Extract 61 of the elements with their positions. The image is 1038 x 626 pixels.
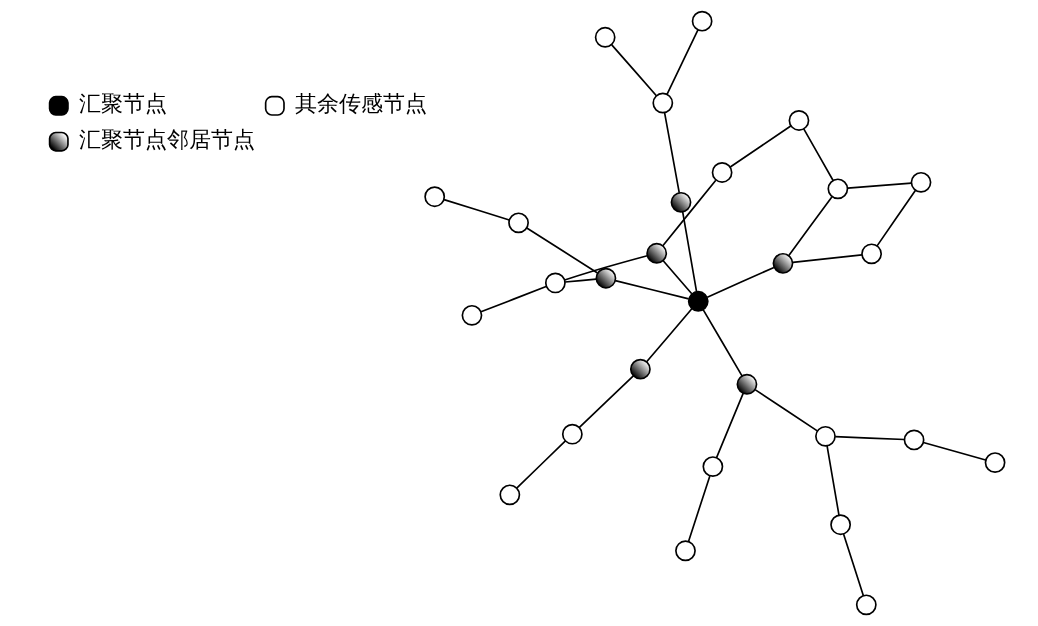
connector: [702, 309, 743, 377]
connector: [706, 266, 775, 299]
connector: [564, 278, 597, 283]
node-circle: [815, 425, 836, 447]
node-circle: [675, 540, 696, 562]
node-hatched: [646, 242, 668, 264]
node-circle: [594, 26, 616, 48]
connector: [876, 189, 917, 247]
node-circle: [461, 304, 483, 326]
connector: [715, 392, 744, 459]
legend-label: 汇聚节点: [78, 91, 167, 117]
node-circle: [855, 594, 877, 616]
connector: [480, 285, 547, 313]
node-circle: [702, 456, 724, 477]
node-dot: [687, 290, 709, 312]
connector: [846, 182, 913, 189]
node-circle: [910, 171, 932, 193]
connector: [443, 198, 511, 221]
node-circle: [984, 452, 1006, 474]
connector: [922, 441, 987, 461]
connector: [788, 195, 833, 257]
node-circle: [830, 514, 852, 536]
node-hatched: [629, 358, 651, 380]
node-circle: [861, 243, 882, 265]
legend-label: 汇聚节点邻居节点: [78, 126, 255, 152]
node-circle: [652, 92, 674, 114]
connector: [791, 254, 863, 264]
node-circle: [544, 272, 566, 294]
connector: [563, 254, 649, 281]
connector: [662, 259, 693, 295]
node-circle: [711, 162, 733, 183]
node-circle: [424, 186, 446, 208]
connector: [578, 375, 635, 429]
connector: [525, 227, 599, 274]
connector: [645, 307, 693, 363]
node-circle: [691, 10, 713, 32]
connector: [754, 388, 819, 432]
connector: [687, 475, 711, 543]
node-circle: [561, 423, 583, 445]
connector: [666, 29, 699, 96]
node-hatched: [595, 267, 617, 289]
connector: [842, 533, 865, 597]
node-hatched: [670, 191, 692, 213]
connector: [826, 444, 840, 516]
node-circle: [827, 178, 849, 200]
node-circle: [788, 110, 810, 131]
connector: [662, 179, 717, 247]
connector: [729, 125, 792, 168]
connector: [802, 128, 834, 182]
node-hatched: [736, 373, 758, 395]
connector: [834, 435, 906, 441]
node-hatched: [772, 252, 794, 274]
node-circle: [499, 484, 521, 506]
connector: [663, 111, 681, 194]
connector: [681, 211, 698, 293]
legend-label: 其余传感节点: [294, 91, 427, 117]
node-circle: [903, 429, 925, 451]
connector: [516, 440, 567, 489]
connector: [610, 44, 658, 97]
connector: [614, 279, 690, 300]
node-circle: [508, 212, 529, 234]
